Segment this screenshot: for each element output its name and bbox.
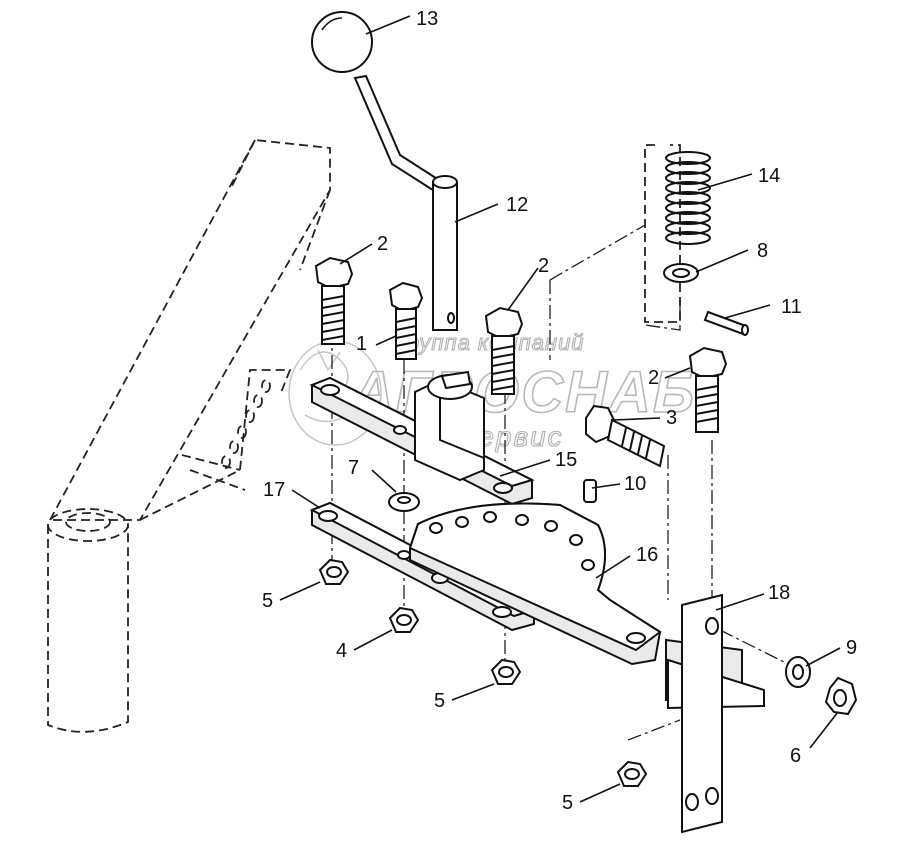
part-2-bolt-center bbox=[484, 306, 524, 395]
part-6-hex-nut bbox=[824, 676, 858, 716]
part-2-bolt-left bbox=[314, 256, 354, 345]
part-11-pin bbox=[703, 310, 749, 336]
callout-5-a: 5 bbox=[262, 590, 273, 612]
part-14-spring bbox=[644, 144, 711, 323]
callout-13: 13 bbox=[416, 8, 438, 30]
callout-10: 10 bbox=[624, 473, 646, 495]
callout-16: 16 bbox=[636, 544, 658, 566]
part-5-nut-a bbox=[318, 558, 350, 585]
callout-18: 18 bbox=[768, 582, 790, 604]
callout-14: 14 bbox=[758, 165, 780, 187]
callout-9: 9 bbox=[846, 637, 857, 659]
callout-4: 4 bbox=[336, 640, 347, 662]
part-3-bolt bbox=[585, 404, 666, 468]
watermark-line-1: группа компаний bbox=[395, 330, 585, 355]
callout-2-right: 2 bbox=[648, 367, 659, 389]
callout-12: 12 bbox=[506, 194, 528, 216]
part-7-spacer bbox=[388, 492, 420, 512]
callout-2-center: 2 bbox=[538, 255, 549, 277]
callout-15: 15 bbox=[555, 449, 577, 471]
part-2-bolt-right bbox=[688, 346, 728, 433]
part-12-lever bbox=[353, 74, 458, 331]
callout-5-c: 5 bbox=[562, 792, 573, 814]
phantom-mounting-frame bbox=[47, 139, 331, 733]
callout-leaders bbox=[279, 15, 841, 803]
part-9-lock-washer bbox=[785, 656, 811, 688]
part-4-nut bbox=[388, 606, 420, 633]
callout-6: 6 bbox=[790, 745, 801, 767]
part-5-nut-b bbox=[490, 658, 522, 685]
part-10-pin bbox=[583, 479, 597, 503]
callout-3: 3 bbox=[666, 407, 677, 429]
callout-7: 7 bbox=[348, 457, 359, 479]
part-1-bolt bbox=[388, 281, 424, 360]
callout-5-b: 5 bbox=[434, 690, 445, 712]
part-5-nut-c bbox=[616, 760, 648, 787]
callout-8: 8 bbox=[757, 240, 768, 262]
callout-17: 17 bbox=[263, 479, 285, 501]
callout-1: 1 bbox=[356, 333, 367, 355]
callout-11: 11 bbox=[781, 296, 802, 318]
callout-2-left: 2 bbox=[377, 233, 388, 255]
part-18-link bbox=[665, 593, 765, 834]
part-15-bracket bbox=[309, 370, 535, 506]
part-16-sector-plate bbox=[408, 502, 662, 666]
part-13-ball-knob bbox=[311, 11, 373, 73]
part-8-washer bbox=[663, 263, 699, 283]
callout-labels: 13 12 14 8 11 2 2 2 1 3 15 7 10 17 16 18… bbox=[262, 8, 857, 814]
watermark-line-2: АГРОСНАБ bbox=[350, 360, 696, 425]
